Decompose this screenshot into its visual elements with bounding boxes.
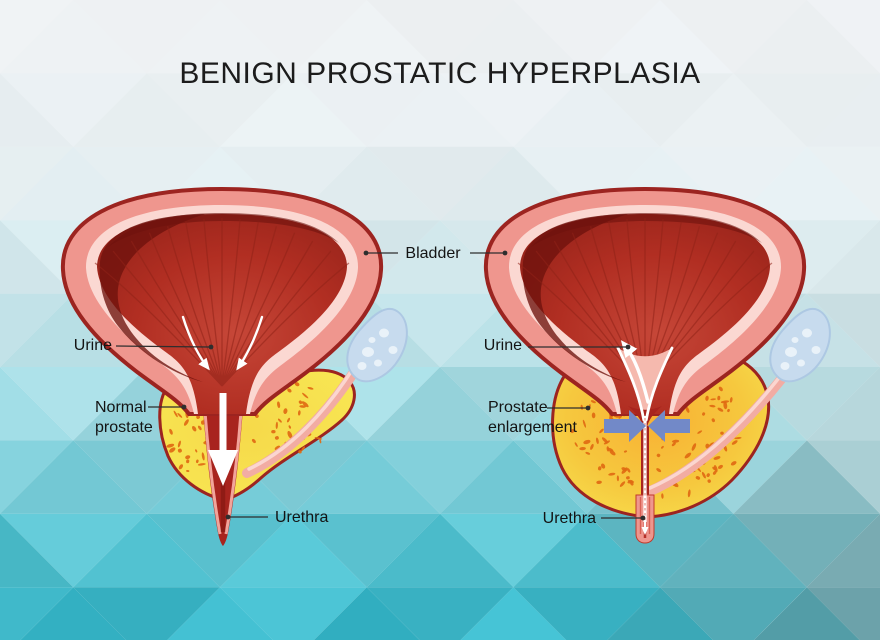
right-illustration bbox=[470, 187, 831, 544]
left-leader-lines bbox=[115, 250, 398, 520]
label-bladder: Bladder bbox=[405, 245, 461, 262]
compression-arrow-right bbox=[648, 410, 690, 442]
vas-deferens-duct bbox=[643, 363, 795, 497]
label-urine-left: Urine bbox=[73, 337, 112, 354]
urine-main-arrow-shaft bbox=[219, 393, 227, 451]
label-urethra-right: Urethra bbox=[542, 510, 596, 527]
right-leader-lines bbox=[470, 250, 646, 521]
compression-arrow-left bbox=[604, 410, 646, 442]
compression-arrows bbox=[604, 410, 690, 442]
duct-highlight bbox=[648, 364, 790, 490]
duct-highlight bbox=[247, 368, 354, 471]
page-title: BENIGN PROSTATIC HYPERPLASIA bbox=[179, 57, 701, 90]
vas-deferens-duct bbox=[242, 367, 359, 478]
left-illustration bbox=[60, 187, 408, 546]
label-normal-prostate: Normal prostate bbox=[95, 399, 153, 436]
urine-main-arrow-head bbox=[208, 450, 238, 486]
label-urine-right: Urine bbox=[483, 337, 522, 354]
label-urethra-left: Urethra bbox=[275, 509, 329, 526]
label-prostate-enlargement: Prostate enlargement bbox=[488, 399, 577, 436]
